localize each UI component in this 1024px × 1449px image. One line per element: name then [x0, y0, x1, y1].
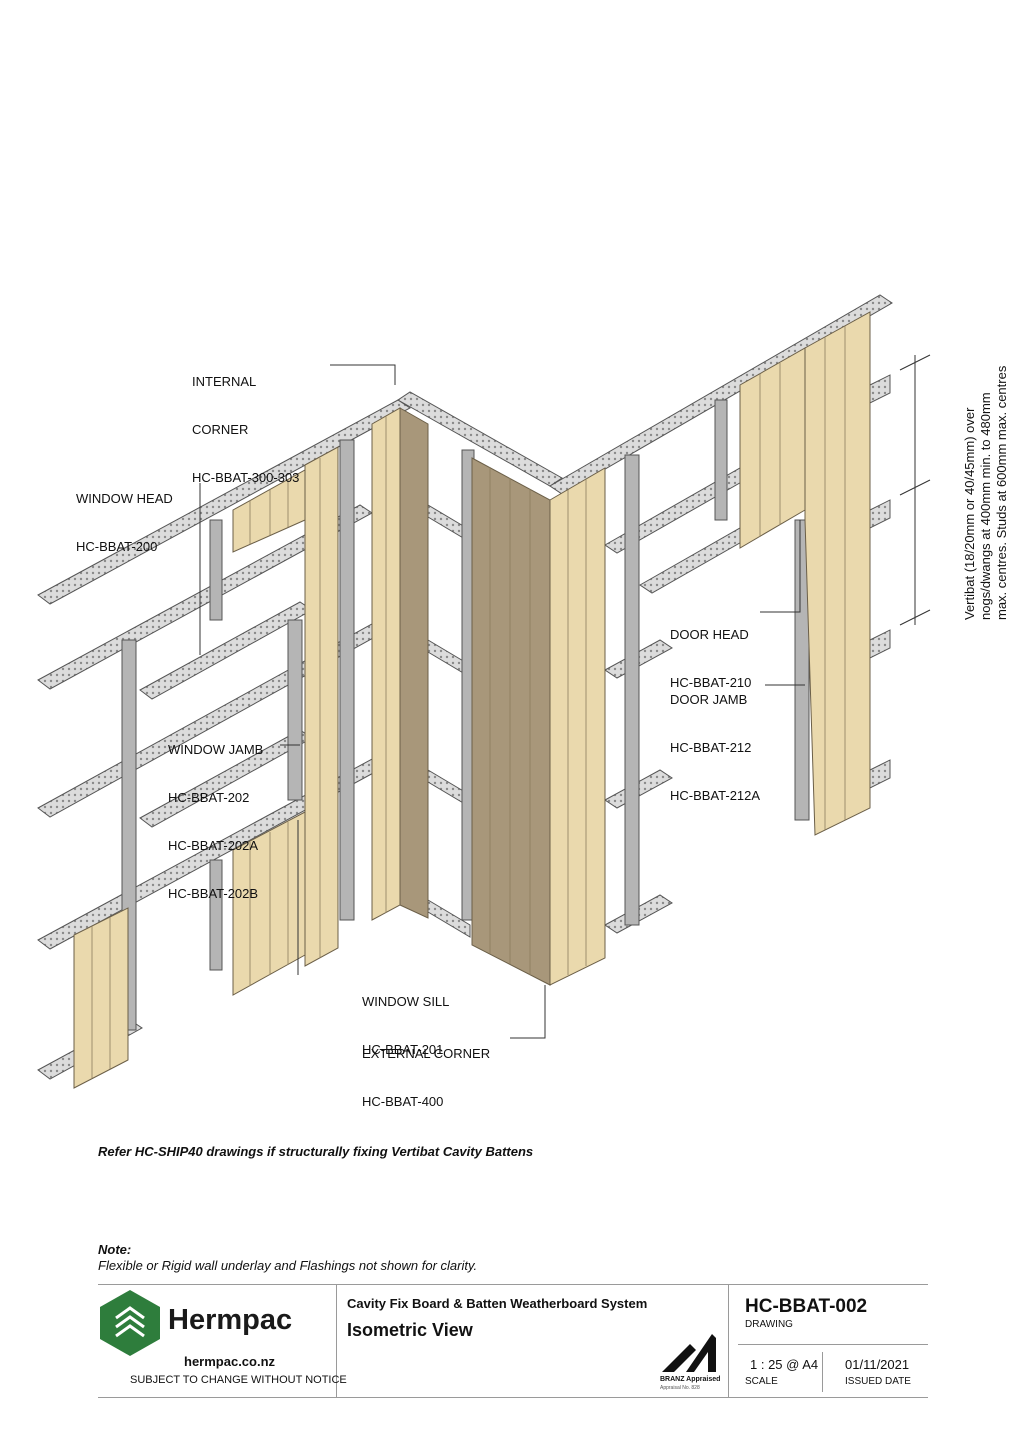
- drawing-number: HC-BBAT-002: [745, 1296, 868, 1317]
- external-corner-line-2: HC-BBAT-400: [362, 1094, 444, 1109]
- door-jamb-line-3: HC-BBAT-212A: [670, 788, 761, 803]
- issued-date-label: ISSUED DATE: [845, 1376, 911, 1387]
- window-jamb-line-4: HC-BBAT-202B: [168, 886, 259, 901]
- note-text: Flexible or Rigid wall underlay and Flas…: [98, 1258, 478, 1273]
- internal-corner-label: INTERNAL CORNER HC-BBAT-300-303: [192, 342, 299, 502]
- drawing-label: DRAWING: [745, 1319, 793, 1330]
- branz-appraisal-number: Appraisal No. 828: [660, 1385, 700, 1391]
- right-wall-frame: [549, 294, 893, 934]
- issued-date: 01/11/2021: [845, 1357, 910, 1372]
- battens: [73, 311, 871, 1089]
- window-sill-line-2: HC-BBAT-201: [362, 1042, 444, 1057]
- window-sill-label: WINDOW SILL HC-BBAT-201: [362, 962, 449, 1074]
- internal-corner-line-2: CORNER: [192, 422, 249, 437]
- door-head-label: DOOR HEAD HC-BBAT-210: [670, 595, 751, 707]
- vertibat-note-line-1: Vertibat (18/20mm or 40/45mm) over: [962, 407, 977, 620]
- window-jamb-line-3: HC-BBAT-202A: [168, 838, 259, 853]
- branz-appraised-label: BRANZ Appraised: [660, 1376, 721, 1383]
- window-jamb-line-2: HC-BBAT-202: [168, 790, 250, 805]
- vertibat-note-line-2: nogs/dwangs at 400mm min. to 480mm: [978, 392, 993, 620]
- reference-note: Refer HC-SHIP40 drawings if structurally…: [98, 1144, 534, 1159]
- branz-appraised-icon: [662, 1334, 716, 1372]
- internal-corner-line-3: HC-BBAT-300-303: [192, 470, 300, 485]
- door-jamb-label: DOOR JAMB HC-BBAT-212 HC-BBAT-212A: [670, 660, 760, 820]
- vertibat-note-line-3: max. centres. Studs at 600mm max. centre…: [994, 365, 1009, 620]
- external-corner-line-1: EXTERNAL CORNER: [362, 1046, 491, 1061]
- window-jamb-line-1: WINDOW JAMB: [168, 742, 264, 757]
- internal-corner-line-1: INTERNAL: [192, 374, 257, 389]
- brand-name: Hermpac: [168, 1304, 293, 1336]
- external-corner-label: EXTERNAL CORNER HC-BBAT-400: [362, 1014, 490, 1126]
- door-head-line-2: HC-BBAT-210: [670, 675, 752, 690]
- hermpac-logo-icon: [100, 1290, 160, 1356]
- leader-lines: [199, 354, 931, 1039]
- scale-label: SCALE: [745, 1376, 778, 1387]
- window-head-line-2: HC-BBAT-200: [76, 539, 158, 554]
- window-sill-line-1: WINDOW SILL: [362, 994, 450, 1009]
- window-head-line-1: WINDOW HEAD: [76, 491, 173, 506]
- door-jamb-line-2: HC-BBAT-212: [670, 740, 752, 755]
- disclaimer: SUBJECT TO CHANGE WITHOUT NOTICE: [130, 1374, 347, 1386]
- system-title: Cavity Fix Board & Batten Weatherboard S…: [347, 1296, 648, 1311]
- vertibat-spacing-note: Vertibat (18/20mm or 40/45mm) over nogs/…: [962, 366, 1010, 620]
- scale-value: 1 : 25 @ A4: [750, 1357, 819, 1372]
- door-jamb-line-1: DOOR JAMB: [670, 692, 748, 707]
- view-title: Isometric View: [347, 1320, 473, 1340]
- door-head-line-1: DOOR HEAD: [670, 627, 749, 642]
- brand-website[interactable]: hermpac.co.nz: [184, 1354, 276, 1369]
- window-head-label: WINDOW HEAD HC-BBAT-200: [76, 459, 173, 571]
- isometric-wall-drawing: [37, 294, 931, 1089]
- note-title: Note:: [98, 1242, 132, 1257]
- window-jamb-label: WINDOW JAMB HC-BBAT-202 HC-BBAT-202A HC-…: [168, 710, 263, 918]
